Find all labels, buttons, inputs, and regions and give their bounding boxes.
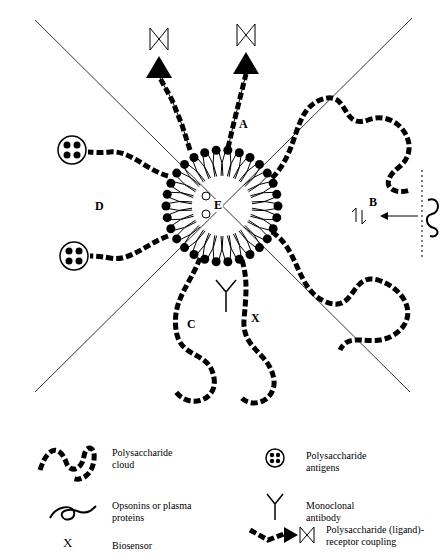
lipid-head: [269, 179, 278, 188]
polysaccharide-chain: [175, 258, 214, 401]
lipid-head: [190, 153, 199, 162]
polysaccharide-chain: [160, 78, 190, 150]
core-symbol: [202, 210, 210, 218]
antigen: [58, 136, 86, 164]
lipid-head: [180, 160, 189, 169]
section-letter: X: [250, 312, 261, 325]
legend-antibody-sample: [267, 494, 283, 520]
receptor: [233, 52, 259, 74]
lipid-head: [166, 179, 175, 188]
polysaccharide-chain: [88, 152, 168, 176]
polysaccharide-chain: [90, 236, 168, 259]
legend-text: Monoclonal antibody: [306, 500, 386, 524]
lipid-head: [246, 250, 255, 259]
opsonin: [427, 199, 438, 236]
receptor: [146, 56, 172, 78]
legend-coupling-ligand: [300, 527, 314, 543]
lipid-head: [172, 169, 181, 178]
lipid-head: [272, 213, 281, 222]
lipid-head: [223, 257, 232, 266]
equilibrium-symbol: [352, 208, 366, 224]
lipid-head: [235, 148, 244, 157]
lipid-head: [190, 250, 199, 259]
lipid-head: [212, 146, 221, 155]
section-letter: A: [238, 118, 249, 131]
legend-cloud-sample: [40, 448, 94, 479]
legend-text: Polysaccharide (ligand)-receptor couplin…: [326, 524, 436, 548]
section-letter: C: [186, 318, 197, 331]
legend-antigen-sample: [266, 449, 284, 467]
lipid-shell: [162, 146, 283, 266]
lipid-head: [212, 257, 221, 266]
legend-text: Opsonins or plasma proteins: [112, 500, 192, 524]
barrier-line: [422, 170, 423, 260]
legend-text: Biosensor: [112, 540, 192, 552]
lipid-head: [246, 153, 255, 162]
antigen: [60, 242, 88, 270]
legend-text: Polysaccharide cloud: [112, 447, 184, 471]
lipid-head: [162, 202, 171, 211]
legend-coupling-chain: [250, 530, 284, 540]
legend-text: Polysaccharide antigens: [306, 450, 386, 474]
antigen-dots: [64, 142, 81, 159]
lipid-head: [200, 148, 209, 157]
lipid-head: [163, 190, 172, 199]
arrow: [385, 216, 418, 217]
lipid-head: [255, 160, 264, 169]
legend-opsonin-sample: [50, 506, 96, 519]
lipid-head: [263, 234, 272, 243]
polysaccharide-cloud: [272, 232, 408, 350]
lipid-head: [163, 213, 172, 222]
monoclonal-antibody: [216, 280, 236, 312]
polysaccharide-cloud: [272, 98, 410, 192]
lipid-head: [272, 190, 281, 199]
section-letter: E: [213, 199, 223, 212]
lipid-head: [255, 243, 264, 252]
antigen-dots: [66, 248, 83, 265]
lipid-head: [180, 243, 189, 252]
section-letter: D: [94, 200, 105, 213]
section-letter: B: [368, 196, 378, 209]
arrowhead: [380, 212, 388, 220]
biosensor-symbol: X: [62, 536, 73, 549]
legend-coupling-receptor: [284, 527, 298, 543]
divider-line: [35, 18, 412, 392]
polysaccharide-chain: [240, 260, 274, 403]
lipid-head: [166, 224, 175, 233]
lipid-head: [172, 234, 181, 243]
ligand: [150, 28, 168, 50]
ligand: [237, 24, 255, 46]
lipid-head: [274, 202, 283, 211]
legend-antigen-dots: [270, 453, 280, 463]
chain-link: [160, 78, 190, 150]
chain-link: [228, 74, 246, 148]
polysaccharide-chain: [228, 74, 246, 148]
core-symbol: [202, 192, 210, 200]
